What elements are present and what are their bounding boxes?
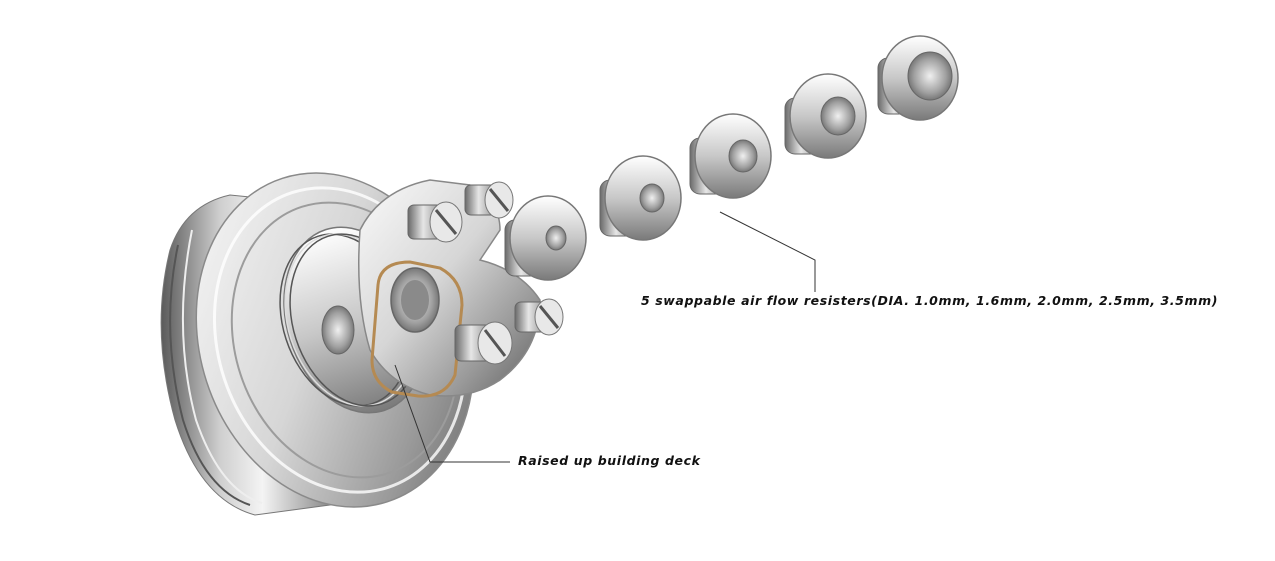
resister-2	[599, 155, 682, 241]
screw-bottom-right	[514, 298, 564, 336]
resister-5	[877, 35, 959, 121]
callout-deck-label: Raised up building deck	[518, 453, 701, 468]
screw-top-left	[407, 201, 463, 243]
resister-3	[689, 113, 772, 199]
resister-1	[504, 195, 587, 281]
resister-4	[784, 73, 867, 159]
screw-bottom-left	[454, 321, 513, 365]
callout-resisters-label: 5 swappable air flow resisters(DIA. 1.0m…	[641, 293, 1219, 308]
leader-line-resisters	[719, 211, 816, 292]
screw-top-right	[464, 181, 514, 219]
leader-line-deck	[394, 364, 510, 463]
air-flow-resisters	[504, 35, 959, 281]
deck-screws	[407, 181, 564, 365]
deck-gasket	[370, 260, 464, 398]
